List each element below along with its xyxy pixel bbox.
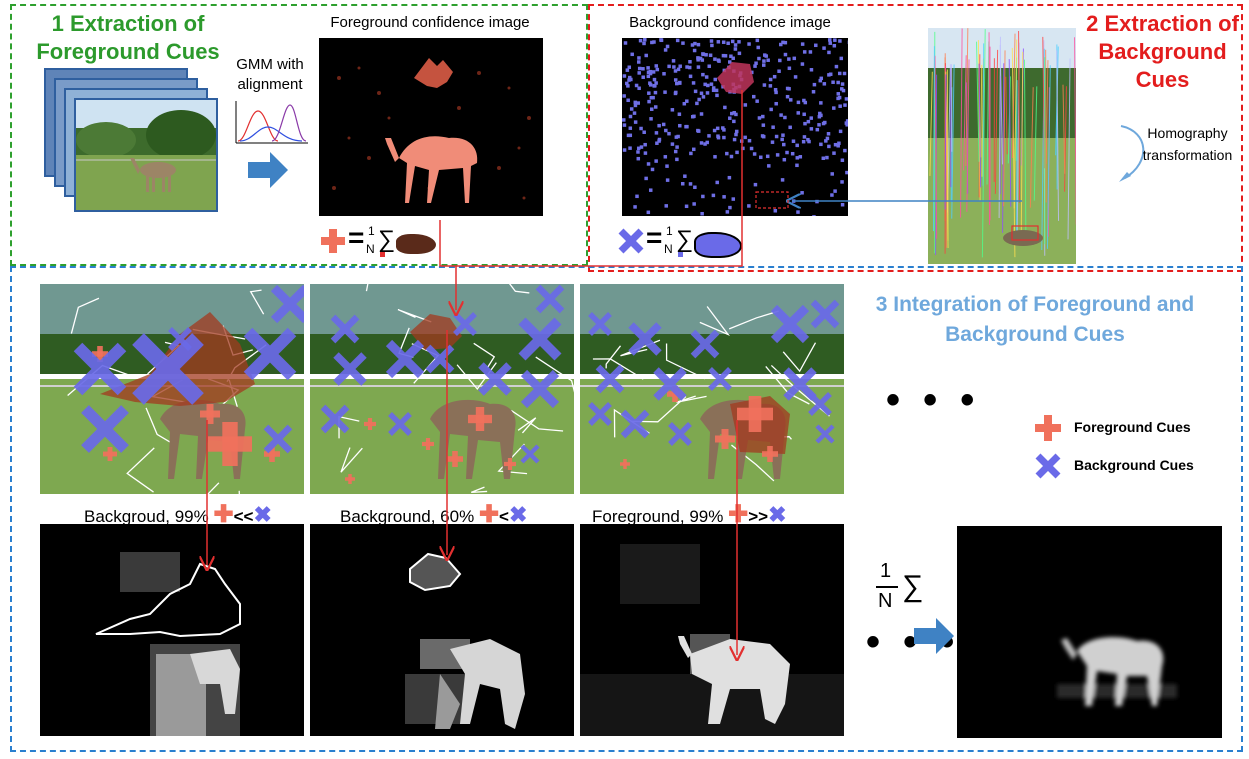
final-confidence-image xyxy=(957,526,1222,738)
background-section-title: 2 Extraction of Background Cues xyxy=(1086,11,1239,92)
integration-section-title: 3 Integration of Foreground and Backgrou… xyxy=(875,293,1195,346)
result-caption-1: Backgroud, 99% ✚<<✖ xyxy=(84,501,272,528)
foreground-formula: = 1 N ∑ xyxy=(320,222,450,262)
foreground-confidence-image xyxy=(319,38,543,216)
gmm-curve-plot xyxy=(232,97,312,147)
cross-icon xyxy=(1035,453,1061,479)
plus-icon xyxy=(321,229,345,253)
cross-icon xyxy=(618,228,644,254)
background-confidence-title: Background confidence image xyxy=(629,14,831,31)
gmm-label: GMM with alignment xyxy=(236,56,304,93)
result-caption-2: Background, 60% ✚<✖ xyxy=(340,501,528,528)
foreground-confidence-title: Foreground confidence image xyxy=(330,14,530,31)
camel-photo-frame xyxy=(74,98,218,212)
legend-background: Background Cues xyxy=(1034,452,1224,482)
mask-image-3 xyxy=(580,524,844,736)
homography-label: Homography transformation xyxy=(1142,125,1233,163)
point-trajectory-image xyxy=(928,28,1076,264)
background-confidence-image xyxy=(622,38,848,216)
result-caption-3: Foreground, 99% ✚>>✖ xyxy=(592,501,787,528)
superpixel-image-3 xyxy=(580,284,844,494)
background-formula: = 1 N ∑ xyxy=(618,222,758,262)
foreground-section-frame xyxy=(10,4,588,266)
right-arrow-icon xyxy=(914,616,954,656)
plus-icon xyxy=(1035,415,1061,441)
superpixel-image-2 xyxy=(310,284,574,494)
foreground-section-title: 1 Extraction of Foreground Cues xyxy=(36,11,220,64)
background-section-frame xyxy=(588,4,1243,272)
legend-foreground: Foreground Cues xyxy=(1034,414,1224,444)
superpixel-image-1 xyxy=(40,284,304,494)
final-sum-formula: 1 N ∑ xyxy=(876,560,924,612)
video-frame-stack xyxy=(44,68,224,218)
integration-section-frame xyxy=(10,266,1243,752)
mask-image-1 xyxy=(40,524,304,736)
right-arrow-icon xyxy=(248,150,288,190)
curved-arrow-icon xyxy=(1115,118,1155,188)
